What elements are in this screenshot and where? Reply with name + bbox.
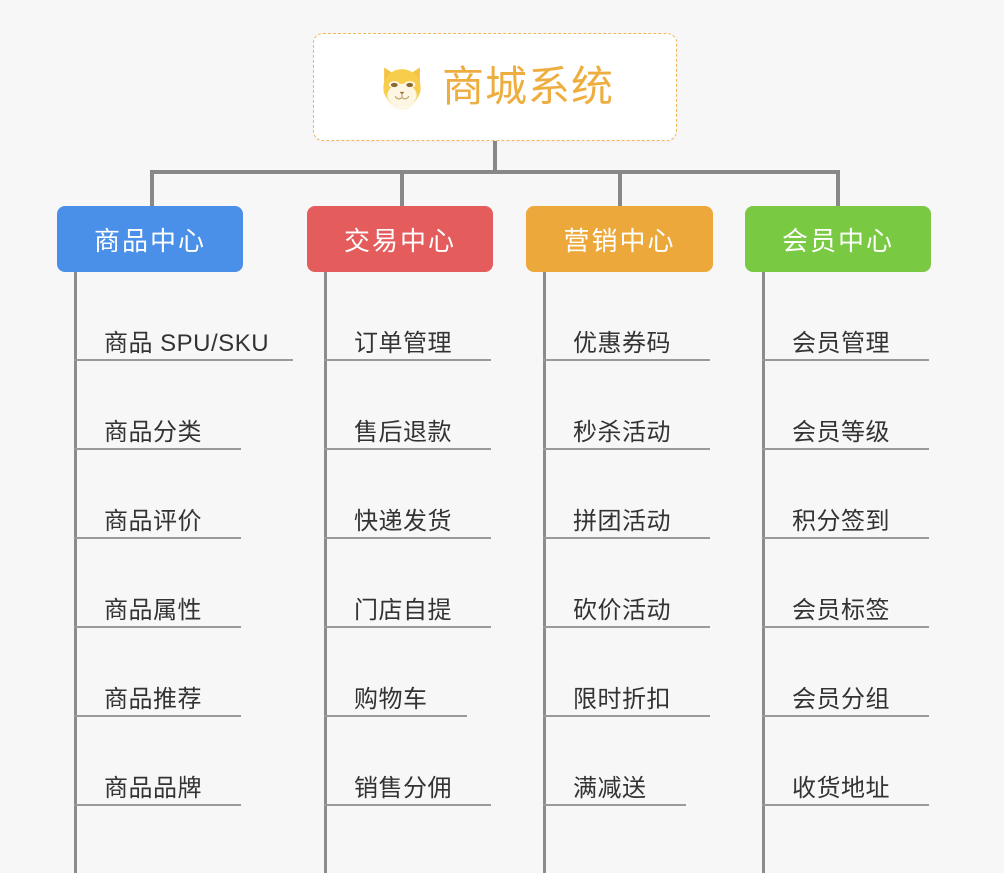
leaf-label: 商品分类: [104, 418, 202, 446]
leaf-item[interactable]: 售后退款: [324, 361, 491, 450]
connector-root-stem: [493, 141, 497, 173]
leaf-label: 购物车: [354, 685, 428, 713]
category-node-trade[interactable]: 交易中心: [307, 206, 493, 272]
leaf-item[interactable]: 商品分类: [74, 361, 241, 450]
leaf-label: 商品属性: [104, 596, 202, 624]
leaf-item[interactable]: 会员分组: [762, 628, 929, 717]
leaf-label: 优惠券码: [573, 329, 671, 357]
category-label: 会员中心: [781, 225, 894, 256]
leaf-item[interactable]: 购物车: [324, 628, 467, 717]
category-label: 营销中心: [563, 225, 676, 256]
category-node-member[interactable]: 会员中心: [745, 206, 931, 272]
leaf-label: 限时折扣: [573, 685, 671, 713]
leaf-item[interactable]: 商品推荐: [74, 628, 241, 717]
leaf-label: 砍价活动: [573, 596, 671, 624]
child-list-product: 商品 SPU/SKU 商品分类 商品评价 商品属性 商品推荐 商品品牌: [57, 272, 307, 873]
root-title: 商城系统: [441, 63, 614, 110]
leaf-label: 拼团活动: [573, 507, 671, 535]
leaf-label: 商品推荐: [104, 685, 202, 713]
leaf-item[interactable]: 会员管理: [762, 272, 929, 361]
leaf-item[interactable]: 商品评价: [74, 450, 241, 539]
leaf-item[interactable]: 会员等级: [762, 361, 929, 450]
leaf-label: 售后退款: [354, 418, 452, 446]
branch-column-member: 会员中心 会员管理 会员等级 积分签到 会员标签 会员分组 收货地址: [745, 206, 963, 873]
leaf-label: 订单管理: [354, 329, 452, 357]
leaf-label: 门店自提: [354, 596, 452, 624]
child-list-member: 会员管理 会员等级 积分签到 会员标签 会员分组 收货地址: [745, 272, 963, 873]
leaf-item[interactable]: 门店自提: [324, 539, 491, 628]
leaf-label: 会员标签: [792, 596, 890, 624]
leaf-label: 积分签到: [792, 507, 890, 535]
leaf-label: 收货地址: [792, 774, 890, 802]
child-spine: [762, 272, 765, 873]
shiba-dog-icon: [376, 61, 428, 113]
category-label: 交易中心: [343, 225, 456, 256]
leaf-item[interactable]: 快递发货: [324, 450, 491, 539]
child-list-trade: 订单管理 售后退款 快递发货 门店自提 购物车 销售分佣: [307, 272, 525, 873]
leaf-item[interactable]: 拼团活动: [543, 450, 710, 539]
leaf-item[interactable]: 会员标签: [762, 539, 929, 628]
connector-drop-2: [400, 170, 404, 208]
leaf-item[interactable]: 优惠券码: [543, 272, 710, 361]
leaf-item[interactable]: 秒杀活动: [543, 361, 710, 450]
child-spine: [543, 272, 546, 873]
connector-drop-3: [618, 170, 622, 208]
leaf-label: 销售分佣: [354, 774, 452, 802]
category-node-marketing[interactable]: 营销中心: [526, 206, 713, 272]
leaf-label: 商品 SPU/SKU: [104, 329, 270, 357]
leaf-label: 商品评价: [104, 507, 202, 535]
leaf-item[interactable]: 限时折扣: [543, 628, 710, 717]
category-node-product[interactable]: 商品中心: [57, 206, 243, 272]
child-list-marketing: 优惠券码 秒杀活动 拼团活动 砍价活动 限时折扣 满减送: [526, 272, 744, 873]
branch-column-product: 商品中心 商品 SPU/SKU 商品分类 商品评价 商品属性 商品推荐 商品品牌: [57, 206, 307, 873]
branch-column-trade: 交易中心 订单管理 售后退款 快递发货 门店自提 购物车 销售分佣: [307, 206, 525, 873]
connector-drop-1: [150, 170, 154, 208]
root-node[interactable]: 商城系统: [313, 33, 677, 141]
leaf-label: 满减送: [573, 774, 647, 802]
leaf-item[interactable]: 订单管理: [324, 272, 491, 361]
leaf-label: 会员等级: [792, 418, 890, 446]
connector-horizontal-bus: [150, 170, 838, 174]
branch-column-marketing: 营销中心 优惠券码 秒杀活动 拼团活动 砍价活动 限时折扣 满减送: [526, 206, 744, 873]
leaf-label: 快递发货: [354, 507, 452, 535]
leaf-item[interactable]: 砍价活动: [543, 539, 710, 628]
category-label: 商品中心: [93, 225, 206, 256]
leaf-label: 会员管理: [792, 329, 890, 357]
leaf-label: 会员分组: [792, 685, 890, 713]
leaf-item[interactable]: 商品属性: [74, 539, 241, 628]
leaf-item[interactable]: 商品 SPU/SKU: [74, 272, 293, 361]
leaf-item[interactable]: 商品品牌: [74, 717, 241, 806]
child-spine: [324, 272, 327, 873]
leaf-item[interactable]: 满减送: [543, 717, 686, 806]
leaf-label: 秒杀活动: [573, 418, 671, 446]
leaf-item[interactable]: 销售分佣: [324, 717, 491, 806]
leaf-item[interactable]: 收货地址: [762, 717, 929, 806]
leaf-label: 商品品牌: [104, 774, 202, 802]
mindmap-canvas: 商城系统 商品中心 商品 SPU/SKU 商品分类 商品评价 商品属性 商品推荐…: [57, 33, 963, 873]
child-spine: [74, 272, 77, 873]
connector-drop-4: [836, 170, 840, 208]
leaf-item[interactable]: 积分签到: [762, 450, 929, 539]
